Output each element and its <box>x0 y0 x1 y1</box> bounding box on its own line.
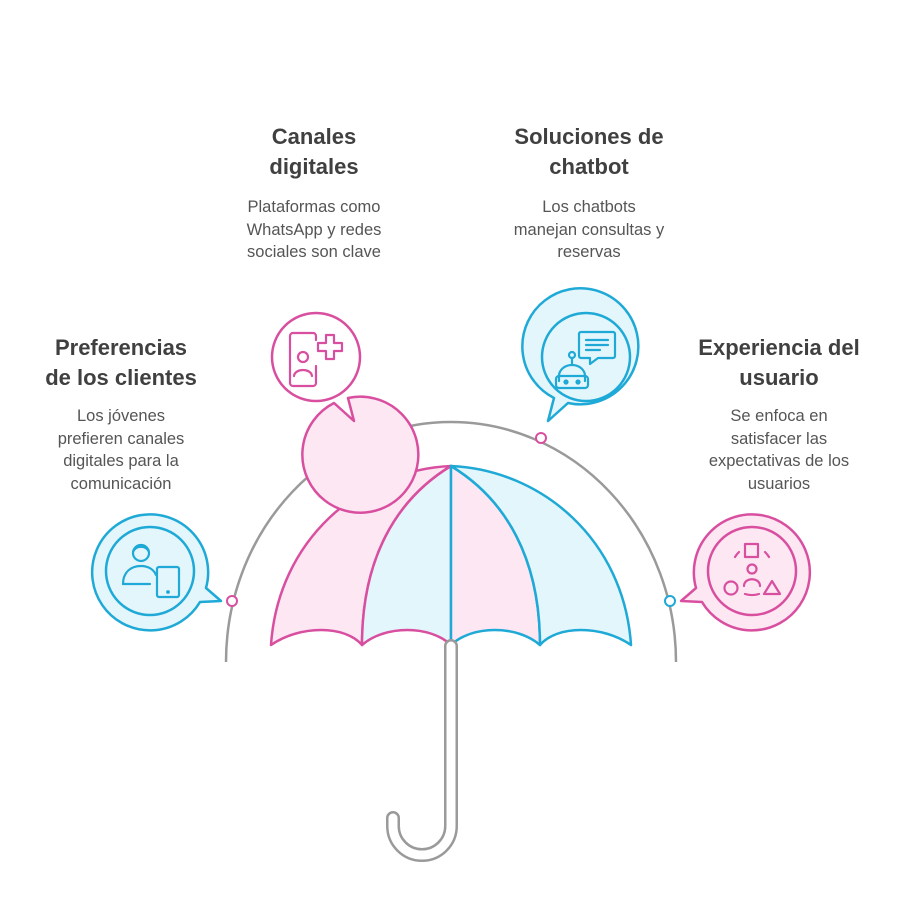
robot-chat-icon <box>554 330 617 390</box>
item-description: Se enfoca en satisfacer las expectativas… <box>708 407 850 493</box>
badge-chatbot <box>521 287 640 423</box>
item-canales: Canales digitales Plataformas como Whats… <box>214 122 414 264</box>
outer-arc <box>224 420 678 663</box>
badge-inner-ring <box>706 525 798 617</box>
person-tablet-icon <box>121 543 181 599</box>
badge-bubble <box>521 287 640 423</box>
badge-canales <box>270 311 420 514</box>
canopy-panel-4 <box>449 464 633 647</box>
umbrella-handle <box>386 639 458 862</box>
item-title: Preferencias de los clientes <box>45 335 197 390</box>
user-shapes-icon <box>723 542 782 597</box>
phone-contact-add-icon <box>288 331 344 388</box>
item-title: Experiencia del usuario <box>698 335 860 390</box>
badge-inner-ring <box>540 311 632 403</box>
item-title: Canales digitales <box>269 124 359 179</box>
badge-bubble <box>679 513 812 632</box>
item-description: Plataformas como WhatsApp y redes social… <box>246 198 382 261</box>
arc-dot-4 <box>664 595 676 607</box>
item-chatbot: Soluciones de chatbot Los chatbots manej… <box>469 122 709 264</box>
badge-bubble <box>301 395 420 514</box>
item-description: Los jóvenes prefieren canales digitales … <box>57 407 185 493</box>
umbrella-handle-inner <box>388 641 456 860</box>
arc-dot-3 <box>535 432 547 444</box>
item-experiencia: Experiencia del usuario Se enfoca en sat… <box>664 333 894 495</box>
badge-inner-ring <box>270 311 362 403</box>
item-description: Los chatbots manejan consultas y reserva… <box>513 198 665 261</box>
canopy-panel-2 <box>360 464 453 647</box>
umbrella-canopy <box>269 464 633 647</box>
badge-preferencias <box>90 513 223 632</box>
badge-experiencia <box>679 513 812 632</box>
badge-inner-ring <box>104 525 196 617</box>
item-title: Soluciones de chatbot <box>514 124 664 179</box>
arc-dot-1 <box>226 595 238 607</box>
item-preferencias: Preferencias de los clientes Los jóvenes… <box>21 333 221 495</box>
